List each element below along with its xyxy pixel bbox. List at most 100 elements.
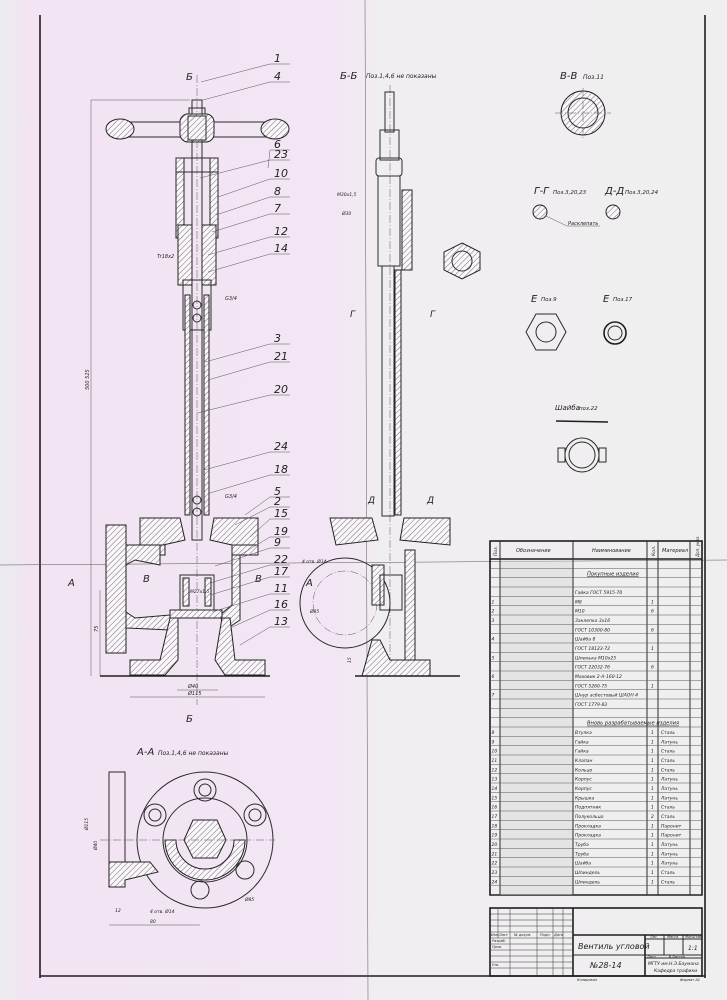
dim-tr18x2: Tr18x2: [157, 254, 174, 260]
leader-line: [207, 253, 271, 273]
bom-row: 6 Маховик 2-А-160-12: [492, 674, 623, 680]
bom-material: Латунь: [660, 795, 678, 801]
hex-section: [443, 242, 481, 280]
section-dd-title: Д-Д: [604, 186, 624, 197]
bom-name: Шпиндель: [575, 870, 600, 876]
leader-line: [239, 626, 271, 646]
tb-col-list: Лист: [498, 933, 509, 937]
bom-qty: 6: [651, 627, 654, 633]
bom-name: Шайба: [575, 861, 591, 867]
tb-scale: 1:1: [688, 945, 698, 952]
bom-name: Кольцо: [575, 767, 593, 773]
tb-copied: Копировал: [577, 978, 598, 982]
bom-qty: 1: [651, 870, 654, 876]
bom-name: Прокладка: [575, 833, 601, 839]
dim-d40: Ø40: [187, 683, 198, 690]
bom-header-note: Доп. указ.: [695, 536, 700, 558]
cut-letter-a-right: А: [305, 578, 313, 589]
leader-label: 17: [274, 565, 288, 578]
leader-label: 4: [274, 70, 281, 83]
bom-qty: 2: [651, 814, 654, 820]
leader-label: 13: [274, 615, 288, 628]
leader-label: 18: [274, 463, 288, 476]
bom-pos: 22: [492, 861, 498, 867]
aa-dim-d40: Ø40: [92, 841, 99, 851]
bom-material: Паронит: [661, 823, 682, 829]
leader-line: [239, 536, 271, 556]
bom-qty: 1: [651, 599, 654, 605]
bom-name: ГОСТ 1779-83: [575, 702, 607, 708]
bom-qty: 6: [651, 665, 654, 671]
bom-pos: 1: [492, 599, 495, 605]
tb-lit-label: Лит.: [649, 935, 658, 939]
bom-header-pos: Поз.: [493, 546, 499, 556]
bom-material: Латунь: [660, 851, 678, 857]
tb-col-izm: Изм.: [491, 933, 499, 937]
bom-name: Маховик 2-А-160-12: [575, 674, 622, 680]
section-vv-note: Поз.11: [583, 74, 604, 81]
bom-qty: 1: [651, 861, 654, 867]
tb-col-date: Дата: [553, 933, 563, 937]
valve-body: [100, 517, 270, 677]
tb-razrab: Разраб.: [492, 939, 506, 943]
aa-dim-d115: Ø115: [83, 818, 90, 831]
leader-line: [234, 506, 271, 526]
bom-header-name: Наименование: [592, 548, 631, 554]
bom-name: ГОСТ 18123-72: [575, 646, 610, 652]
bom-pos: 6: [492, 674, 495, 680]
leader-label: 5: [274, 485, 281, 498]
leader-line: [211, 593, 271, 613]
dim-15: 15: [347, 657, 353, 663]
bom-row: Гайка ГОСТ 5915-70: [575, 590, 622, 596]
section-aa-title: А-А: [136, 747, 154, 758]
aa-dim-holes: 4 отв. Ø14: [150, 908, 175, 915]
bom-qty: 1: [651, 823, 654, 829]
dim-holes-main: 4 отв. Ø14: [302, 558, 327, 565]
leader-line: [199, 159, 271, 179]
bom-name: M8: [575, 599, 582, 605]
section-vv-title: В-В: [560, 71, 577, 82]
leader-label: 6: [274, 138, 281, 151]
bom-qty: 1: [651, 795, 654, 801]
bom-pos: 3: [492, 618, 495, 624]
cut-markers: Б Б А А В В: [67, 72, 313, 725]
leader-line: [204, 343, 271, 363]
view-e-pos9: Е Поз.9: [525, 294, 567, 351]
bom-pos: 8: [492, 730, 495, 736]
bom-pos: 11: [492, 758, 498, 764]
bom-name: Полукольцо: [575, 814, 604, 820]
bom-pos: 20: [492, 842, 498, 848]
leader-line: [249, 518, 271, 538]
bom-name: Шпиндель: [575, 879, 600, 885]
bom-name: Прокладка: [575, 823, 601, 829]
bom-material: Латунь: [660, 777, 678, 783]
washer-title: Шайба: [555, 404, 580, 412]
bom-pos: 18: [492, 823, 498, 829]
tb-org-line1: МГТУ им.Н.Э.Баумана: [648, 961, 699, 967]
title-block: Изм. Лист № докум. Подп. Дата Разраб. Пр…: [489, 907, 703, 982]
bom-qty: 1: [651, 749, 654, 755]
aa-dim-d85: Ø85: [244, 896, 254, 903]
tb-sheet-label: Лист: [646, 955, 657, 959]
bom-qty: 1: [651, 851, 654, 857]
leader-label: 7: [274, 202, 281, 215]
leader-line: [214, 547, 271, 567]
cut-letter-a-left: А: [67, 578, 75, 589]
bom-qty: 1: [651, 758, 654, 764]
bom-qty: 1: [651, 805, 654, 811]
bom-name: M10: [575, 609, 585, 615]
section-aa-note: Поз.1,4,6 не показаны: [158, 750, 229, 757]
leader-line: [209, 564, 271, 584]
view-e1-title: Е: [531, 294, 538, 305]
aa-dim-12: 12: [115, 908, 121, 914]
section-bb-title: Б-Б: [340, 71, 357, 82]
leader-line: [196, 394, 271, 414]
